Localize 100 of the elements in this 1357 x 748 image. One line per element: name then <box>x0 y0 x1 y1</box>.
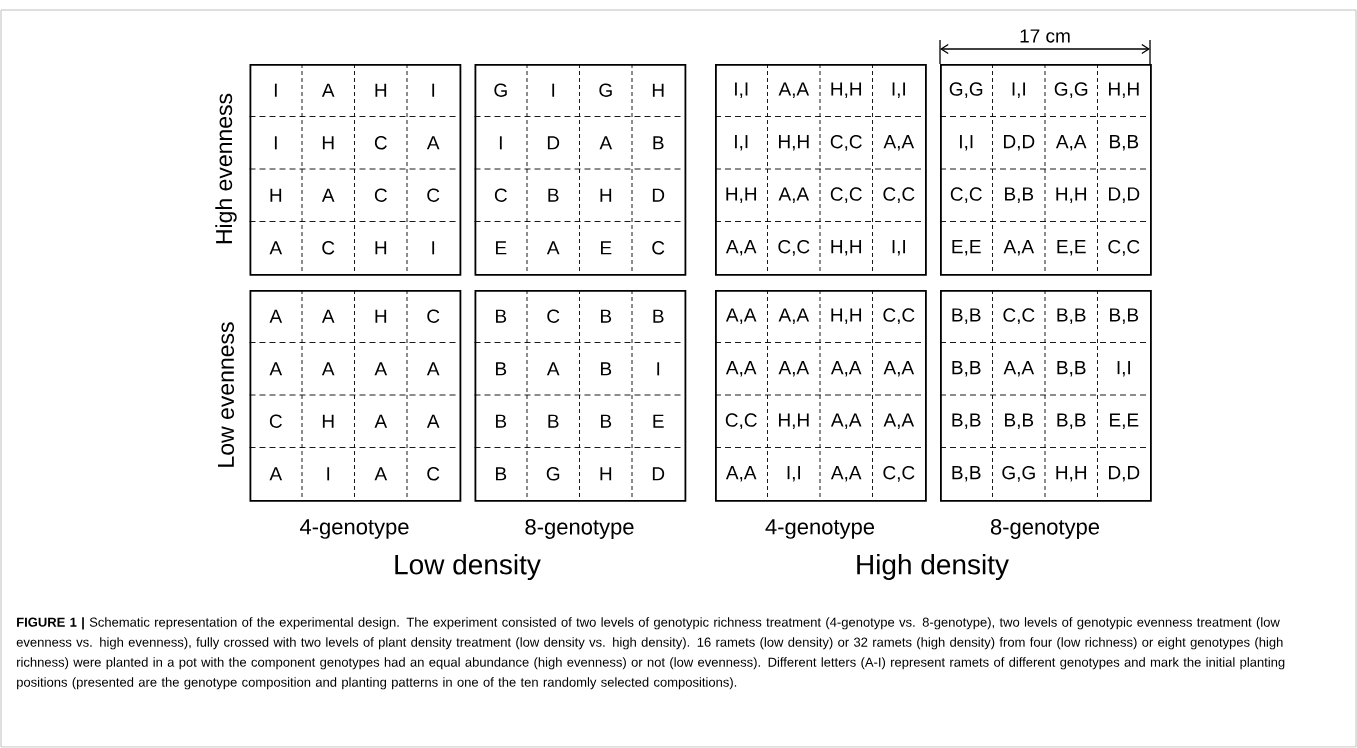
cell-letter: A <box>374 467 388 481</box>
cell-letter: I,I <box>892 240 905 256</box>
cell-letter: I <box>552 83 555 97</box>
planting-grid <box>714 63 927 276</box>
planting-grid <box>249 63 462 276</box>
cell-letter: A,A <box>830 361 862 377</box>
cell-letter: A <box>426 414 440 428</box>
cell-letter: C,C <box>883 308 915 325</box>
cell-letter: C <box>547 309 560 323</box>
cell-letter: H,H <box>779 413 809 429</box>
cell-letter: I <box>657 362 660 376</box>
cell-letter: C <box>269 414 282 428</box>
planting-grid <box>474 63 687 276</box>
cell-letter: C <box>494 188 507 202</box>
cell-letter: A <box>269 241 283 255</box>
planting-grid <box>474 289 687 502</box>
cell-letter: D <box>652 467 665 481</box>
cell-letter: A,A <box>725 308 757 324</box>
cell-letter: B,B <box>952 361 981 377</box>
cell-letter: A <box>269 467 283 481</box>
cell-letter: B <box>496 467 507 481</box>
cell-letter: B <box>548 188 559 202</box>
cell-letter: B,B <box>952 308 981 324</box>
cell-letter: B <box>601 362 612 376</box>
cell-letter: I <box>499 136 502 150</box>
cell-letter: C <box>427 188 440 202</box>
cell-letter: A,A <box>778 361 810 377</box>
cell-letter: B <box>548 414 559 428</box>
caption: FIGURE 1 | Schematic representation of the experimental design. The experiment consisted of two levels of genotypic richness treatment (4-genotype vs. 8-genotype), two levels of genotypic evenness treatment (low evenness vs. high evenness), fully crossed with two levels of plant density treatment (low density vs. high density). 16 ramets (low density) or 32 ramets (high density) from four (low richness) or eight genotypes (high richness) were planted in a pot with the component genotypes had an equal abundance (high evenness) or not (low evenness). Different letters (A-I) represent ramets of different genotypes and mark the initial planting positions (presented are the genotype composition and planting patterns in one of the ten randomly selected compositions). <box>16 617 1285 690</box>
cell-letter: A <box>426 362 440 376</box>
cell-letter: E <box>496 241 507 255</box>
cell-letter: G,G <box>1054 82 1088 99</box>
cell-letter: B <box>653 136 664 150</box>
cell-letter: A,A <box>830 466 862 482</box>
cell-letter: H,H <box>1109 82 1139 98</box>
cell-letter: I <box>274 136 277 150</box>
planting-grid <box>939 63 1152 276</box>
cell-letter: B,B <box>1005 187 1034 203</box>
dimension-label: 17 cm <box>1020 29 1070 43</box>
cell-letter: C <box>652 241 665 255</box>
cell-letter: C,C <box>883 465 915 482</box>
cell-letter: E <box>653 414 664 428</box>
cell-letter: H,H <box>1056 466 1086 482</box>
cell-letter: A,A <box>883 135 915 151</box>
cell-letter: A <box>426 136 440 150</box>
cell-letter: A,A <box>830 413 862 429</box>
planting-grid <box>714 289 927 502</box>
cell-letter: A,A <box>1003 240 1035 256</box>
cell-letter: B <box>653 309 664 323</box>
cell-letter: A <box>546 362 560 376</box>
cell-letter: H <box>600 188 612 202</box>
cell-letter: I,I <box>1012 82 1025 98</box>
cell-letter: G <box>494 83 507 97</box>
cell-letter: D <box>547 136 560 150</box>
cell-letter: H,H <box>779 135 809 151</box>
cell-letter: A,A <box>725 240 757 256</box>
axis-label: Low evenness <box>218 322 234 467</box>
cell-letter: C,C <box>725 413 757 430</box>
cell-letter: D,D <box>1109 466 1140 482</box>
cell-letter: B <box>601 414 612 428</box>
cell-letter: B,B <box>1057 361 1086 377</box>
cell-letter: C,C <box>830 134 862 151</box>
cell-letter: A,A <box>1055 135 1087 151</box>
cell-letter: B,B <box>952 466 981 482</box>
cell-letter: H,H <box>726 187 756 203</box>
cell-letter: H <box>652 83 664 97</box>
cell-letter: I,I <box>1117 361 1130 377</box>
cell-letter: B,B <box>1057 413 1086 429</box>
cell-letter: I,I <box>735 82 748 98</box>
cell-letter: I <box>274 83 277 97</box>
planting-grid <box>939 289 1152 502</box>
cell-letter: I <box>432 83 435 97</box>
planting-grid <box>249 289 462 502</box>
cell-letter: B <box>496 414 507 428</box>
cell-letter: G <box>546 467 560 481</box>
cell-letter: G,G <box>1002 465 1035 482</box>
cell-letter: H <box>322 414 334 428</box>
cell-letter: E,E <box>952 240 981 256</box>
cell-letter: C,C <box>950 187 982 204</box>
cell-letter: D <box>652 188 665 202</box>
cell-letter: I,I <box>960 135 973 151</box>
cell-letter: A,A <box>883 413 915 429</box>
cell-letter: H <box>600 467 612 481</box>
cell-letter: H <box>270 188 282 202</box>
cell-letter: A <box>546 241 560 255</box>
cell-letter: C <box>374 136 387 150</box>
cell-letter: B <box>601 309 612 323</box>
cell-letter: I,I <box>787 466 800 482</box>
cell-letter: C <box>427 309 440 323</box>
cell-letter: H <box>322 136 334 150</box>
cell-letter: A,A <box>778 82 810 98</box>
cell-letter: E,E <box>1110 413 1139 429</box>
cell-letter: I,I <box>892 82 905 98</box>
cell-letter: A,A <box>1003 361 1035 377</box>
cell-letter: A,A <box>725 361 757 377</box>
cell-letter: B,B <box>1057 308 1086 324</box>
cell-letter: C,C <box>883 187 915 204</box>
cell-letter: E <box>601 241 612 255</box>
cell-letter: H <box>375 241 387 255</box>
cell-letter: H,H <box>1056 187 1086 203</box>
